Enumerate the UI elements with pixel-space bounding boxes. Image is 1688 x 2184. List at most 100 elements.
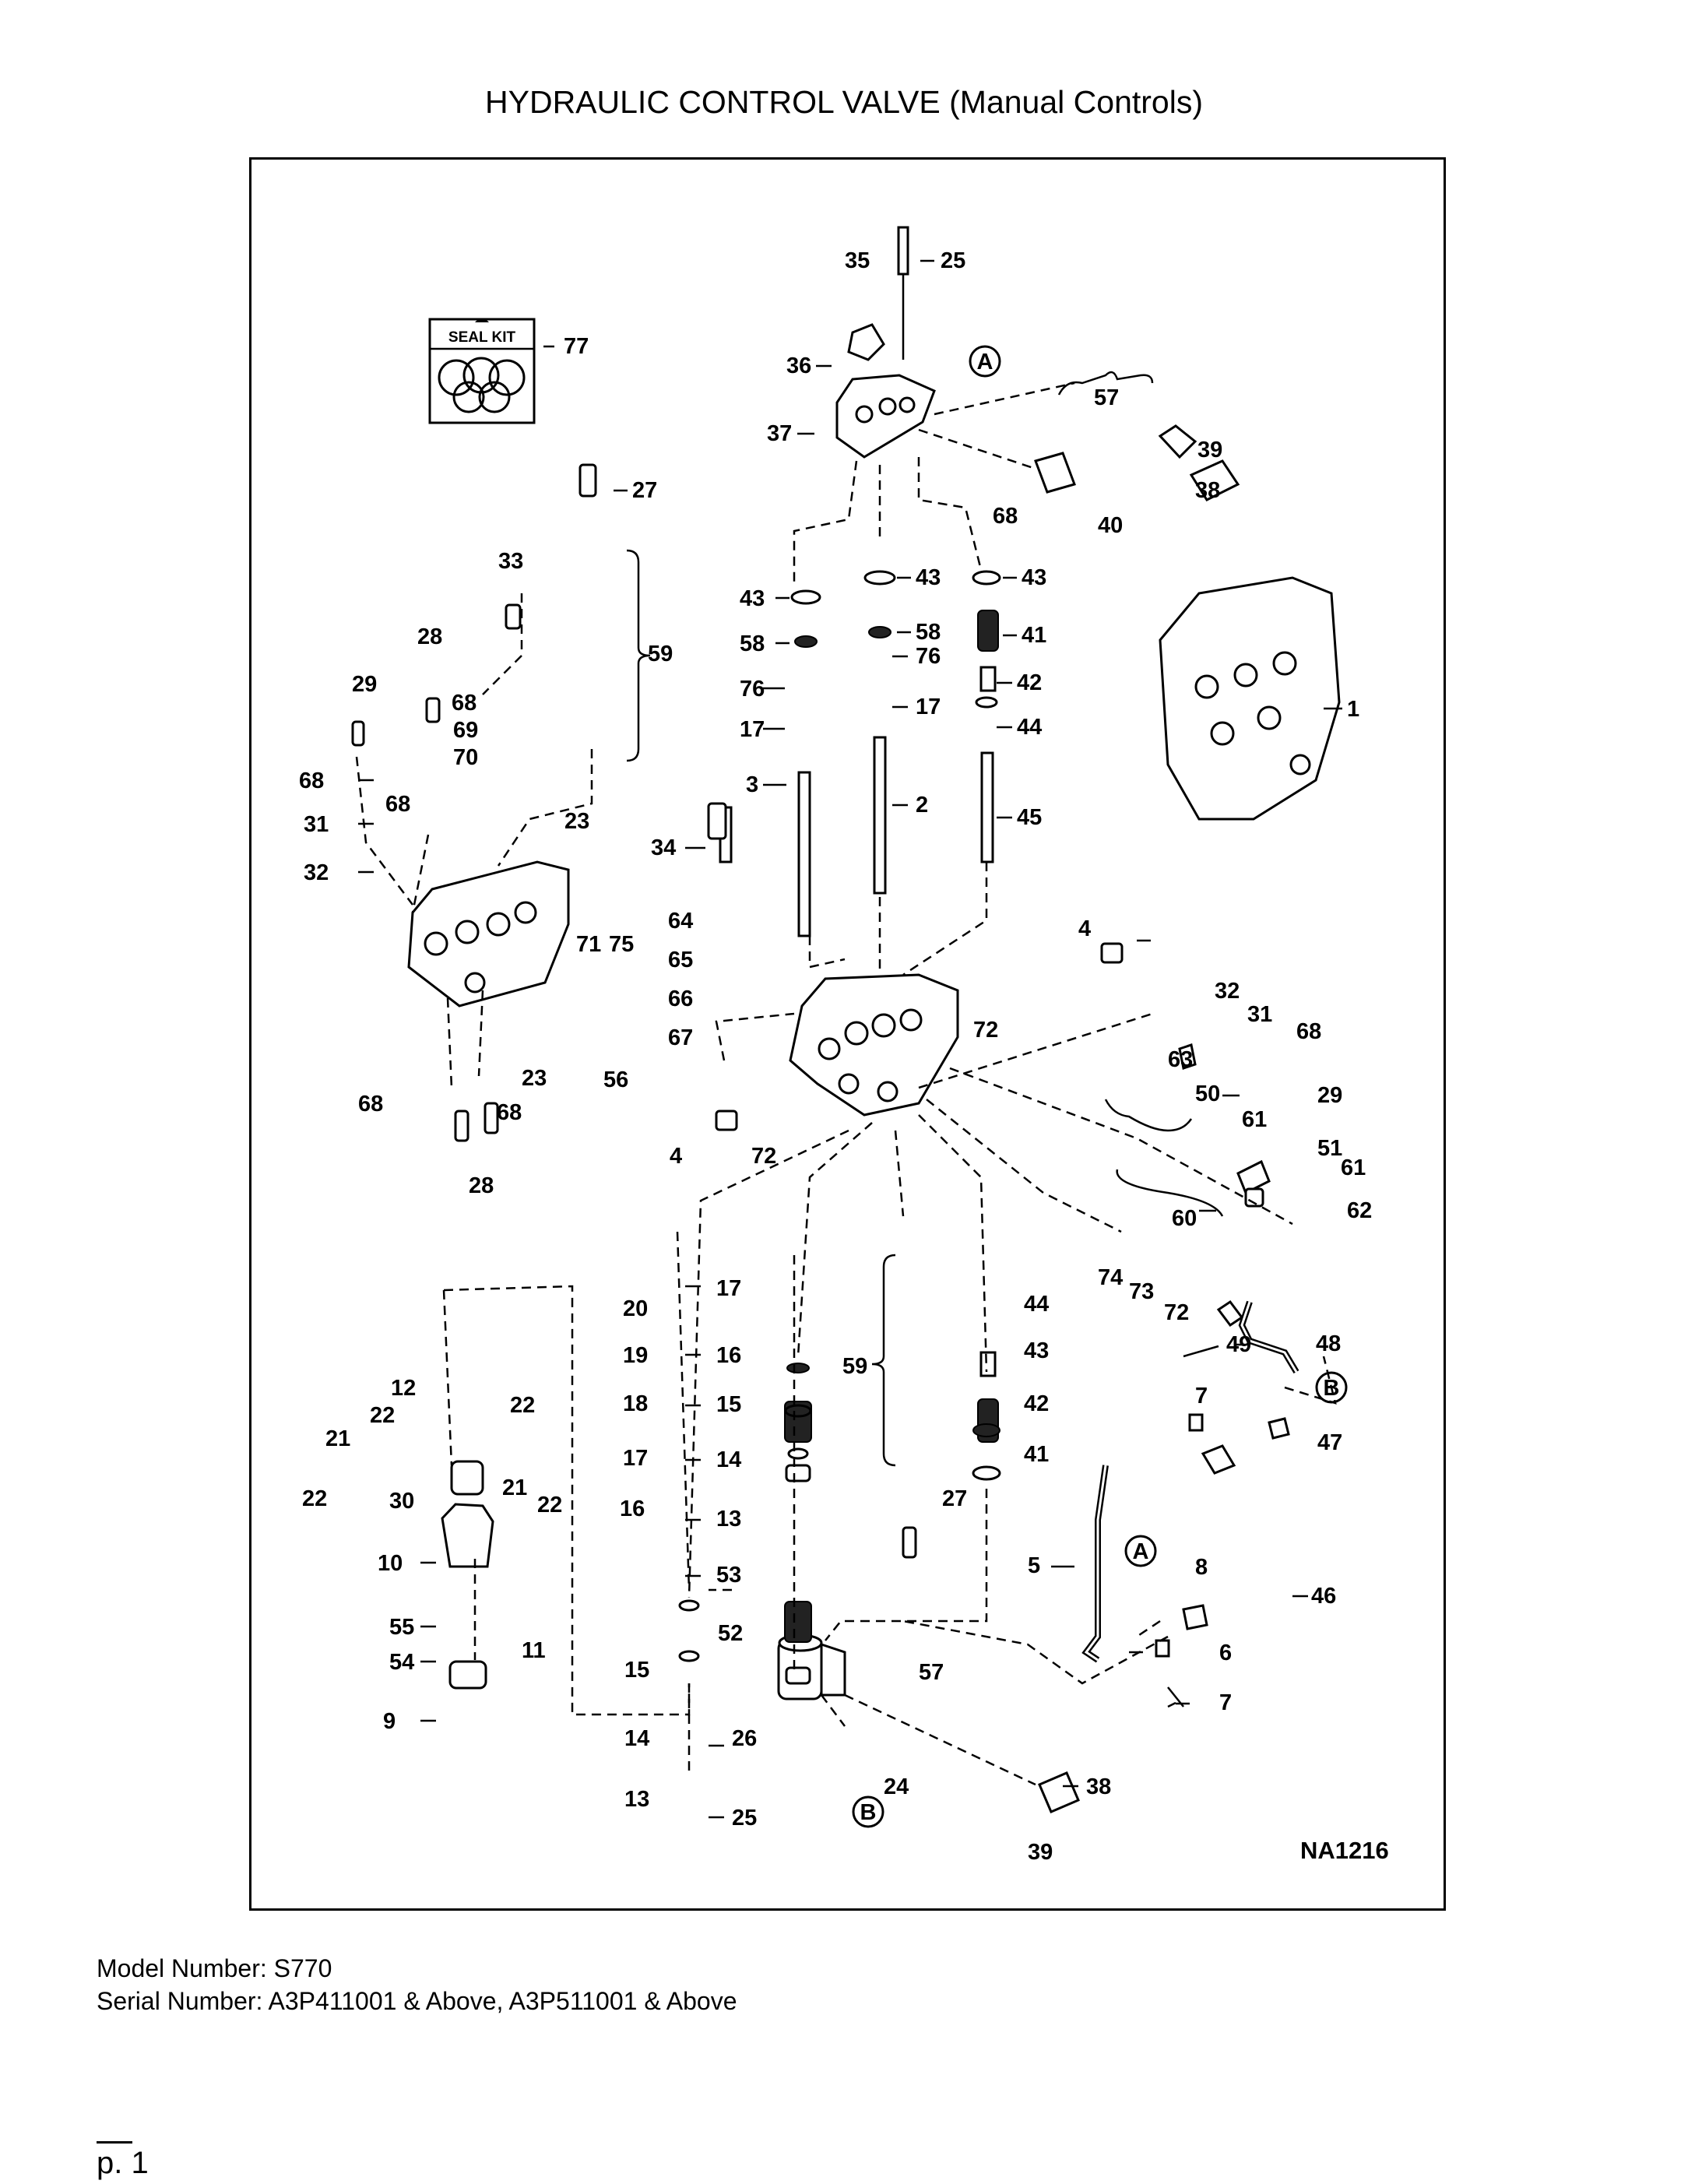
brackets xyxy=(626,371,1224,1467)
label-68-right: 68 xyxy=(1296,1019,1321,1044)
label-49: 49 xyxy=(1226,1332,1251,1357)
label-20: 20 xyxy=(623,1296,648,1321)
label-43-a: 43 xyxy=(740,586,765,611)
label-15-a: 15 xyxy=(716,1392,741,1417)
label-60: 60 xyxy=(1172,1206,1197,1231)
label-35: 35 xyxy=(845,248,870,273)
exploded-parts-diagram: SEAL KIT xyxy=(299,226,1389,1865)
label-13-a: 13 xyxy=(716,1507,741,1532)
seal-kit-icon: SEAL KIT xyxy=(428,318,536,424)
label-62: 62 xyxy=(1347,1198,1372,1223)
label-9: 9 xyxy=(383,1709,396,1734)
label-12: 12 xyxy=(391,1376,416,1401)
label-51: 51 xyxy=(1317,1136,1342,1161)
label-26: 26 xyxy=(732,1726,757,1751)
label-16-b: 16 xyxy=(620,1496,645,1521)
label-7-bottom: 7 xyxy=(1219,1690,1232,1715)
label-68-lower-a: 68 xyxy=(358,1092,383,1117)
callout-b-right: B xyxy=(1324,1376,1340,1401)
label-22-a: 22 xyxy=(370,1403,395,1428)
fittings xyxy=(351,424,1290,1813)
label-25-top: 25 xyxy=(941,248,965,273)
label-37: 37 xyxy=(767,421,792,446)
callout-a-lower: A xyxy=(1133,1539,1149,1564)
label-1: 1 xyxy=(1347,697,1359,722)
label-39-bottom: 39 xyxy=(1028,1840,1053,1865)
label-68-top: 68 xyxy=(993,504,1018,529)
label-16-a: 16 xyxy=(716,1343,741,1368)
label-17-c: 17 xyxy=(716,1276,741,1301)
label-54: 54 xyxy=(389,1650,414,1675)
label-76-b: 76 xyxy=(916,644,941,669)
label-58-b: 58 xyxy=(916,620,941,645)
seal-kit-label: SEAL KIT xyxy=(448,329,516,346)
spools xyxy=(719,736,994,937)
label-6: 6 xyxy=(1219,1641,1232,1665)
label-50: 50 xyxy=(1195,1081,1220,1106)
label-70: 70 xyxy=(453,745,478,770)
label-17-b: 17 xyxy=(916,695,941,719)
callout-a-top: A xyxy=(977,350,993,375)
label-57-bottom: 57 xyxy=(919,1660,944,1685)
label-36: 36 xyxy=(786,353,811,378)
label-18: 18 xyxy=(623,1391,648,1416)
label-72-a: 72 xyxy=(973,1018,998,1043)
label-19: 19 xyxy=(623,1343,648,1368)
label-72-b: 72 xyxy=(751,1144,776,1169)
label-71: 71 xyxy=(576,932,601,957)
label-40: 40 xyxy=(1098,513,1123,538)
label-27-bottom: 27 xyxy=(942,1486,967,1511)
label-76-a: 76 xyxy=(740,677,765,702)
label-4-left: 4 xyxy=(670,1144,682,1169)
callout-b-lower: B xyxy=(860,1800,877,1825)
upper-valve-section xyxy=(835,226,936,459)
label-15-b: 15 xyxy=(624,1658,649,1683)
label-11: 11 xyxy=(522,1638,546,1663)
label-28-bottom: 28 xyxy=(469,1173,494,1198)
label-39-top: 39 xyxy=(1197,438,1222,462)
label-21-b: 21 xyxy=(502,1475,527,1500)
label-13-b: 13 xyxy=(624,1787,649,1812)
label-27-top: 27 xyxy=(632,478,657,503)
label-48: 48 xyxy=(1316,1331,1341,1356)
label-4-right: 4 xyxy=(1078,916,1091,941)
label-68-mid: 68 xyxy=(452,691,477,716)
label-74: 74 xyxy=(1098,1265,1123,1290)
label-2: 2 xyxy=(916,793,928,818)
label-75: 75 xyxy=(609,932,634,957)
label-52: 52 xyxy=(718,1621,743,1646)
serial-number: Serial Number: A3P411001 & Above, A3P511… xyxy=(97,1987,737,2015)
label-56: 56 xyxy=(603,1067,628,1092)
label-17-a: 17 xyxy=(740,717,765,742)
label-67: 67 xyxy=(668,1025,693,1050)
label-63: 63 xyxy=(1168,1047,1193,1072)
label-14-a: 14 xyxy=(716,1447,741,1472)
label-3: 3 xyxy=(746,772,758,797)
label-23-bottom: 23 xyxy=(522,1066,547,1091)
label-28-top: 28 xyxy=(417,624,442,649)
page-number: p. 1 xyxy=(97,2146,149,2180)
springs-and-cups xyxy=(441,610,999,1690)
label-68-left: 68 xyxy=(299,768,324,793)
label-47: 47 xyxy=(1317,1430,1342,1455)
leader-lines xyxy=(358,259,1342,1819)
label-34: 34 xyxy=(651,835,676,860)
label-25-bottom: 25 xyxy=(732,1806,757,1831)
label-61-b: 61 xyxy=(1341,1155,1366,1180)
label-14-b: 14 xyxy=(624,1726,649,1751)
label-32-right: 32 xyxy=(1215,979,1240,1004)
label-72-c: 72 xyxy=(1164,1300,1189,1325)
label-68-b: 68 xyxy=(385,792,410,817)
hydraulic-tubes xyxy=(1081,1300,1299,1663)
label-29-right: 29 xyxy=(1317,1083,1342,1108)
label-43-bottom: 43 xyxy=(1024,1338,1049,1363)
label-43-b: 43 xyxy=(916,565,941,590)
model-number: Model Number: S770 xyxy=(97,1954,332,1982)
label-30: 30 xyxy=(389,1489,414,1514)
label-73: 73 xyxy=(1129,1279,1154,1304)
assembled-valve xyxy=(1159,576,1341,821)
label-66: 66 xyxy=(668,986,693,1011)
part-labels: 77 25 35 36 37 57 39 38 40 68 27 33 28 2… xyxy=(299,248,1372,1865)
label-8: 8 xyxy=(1195,1555,1208,1580)
label-55: 55 xyxy=(389,1615,414,1640)
